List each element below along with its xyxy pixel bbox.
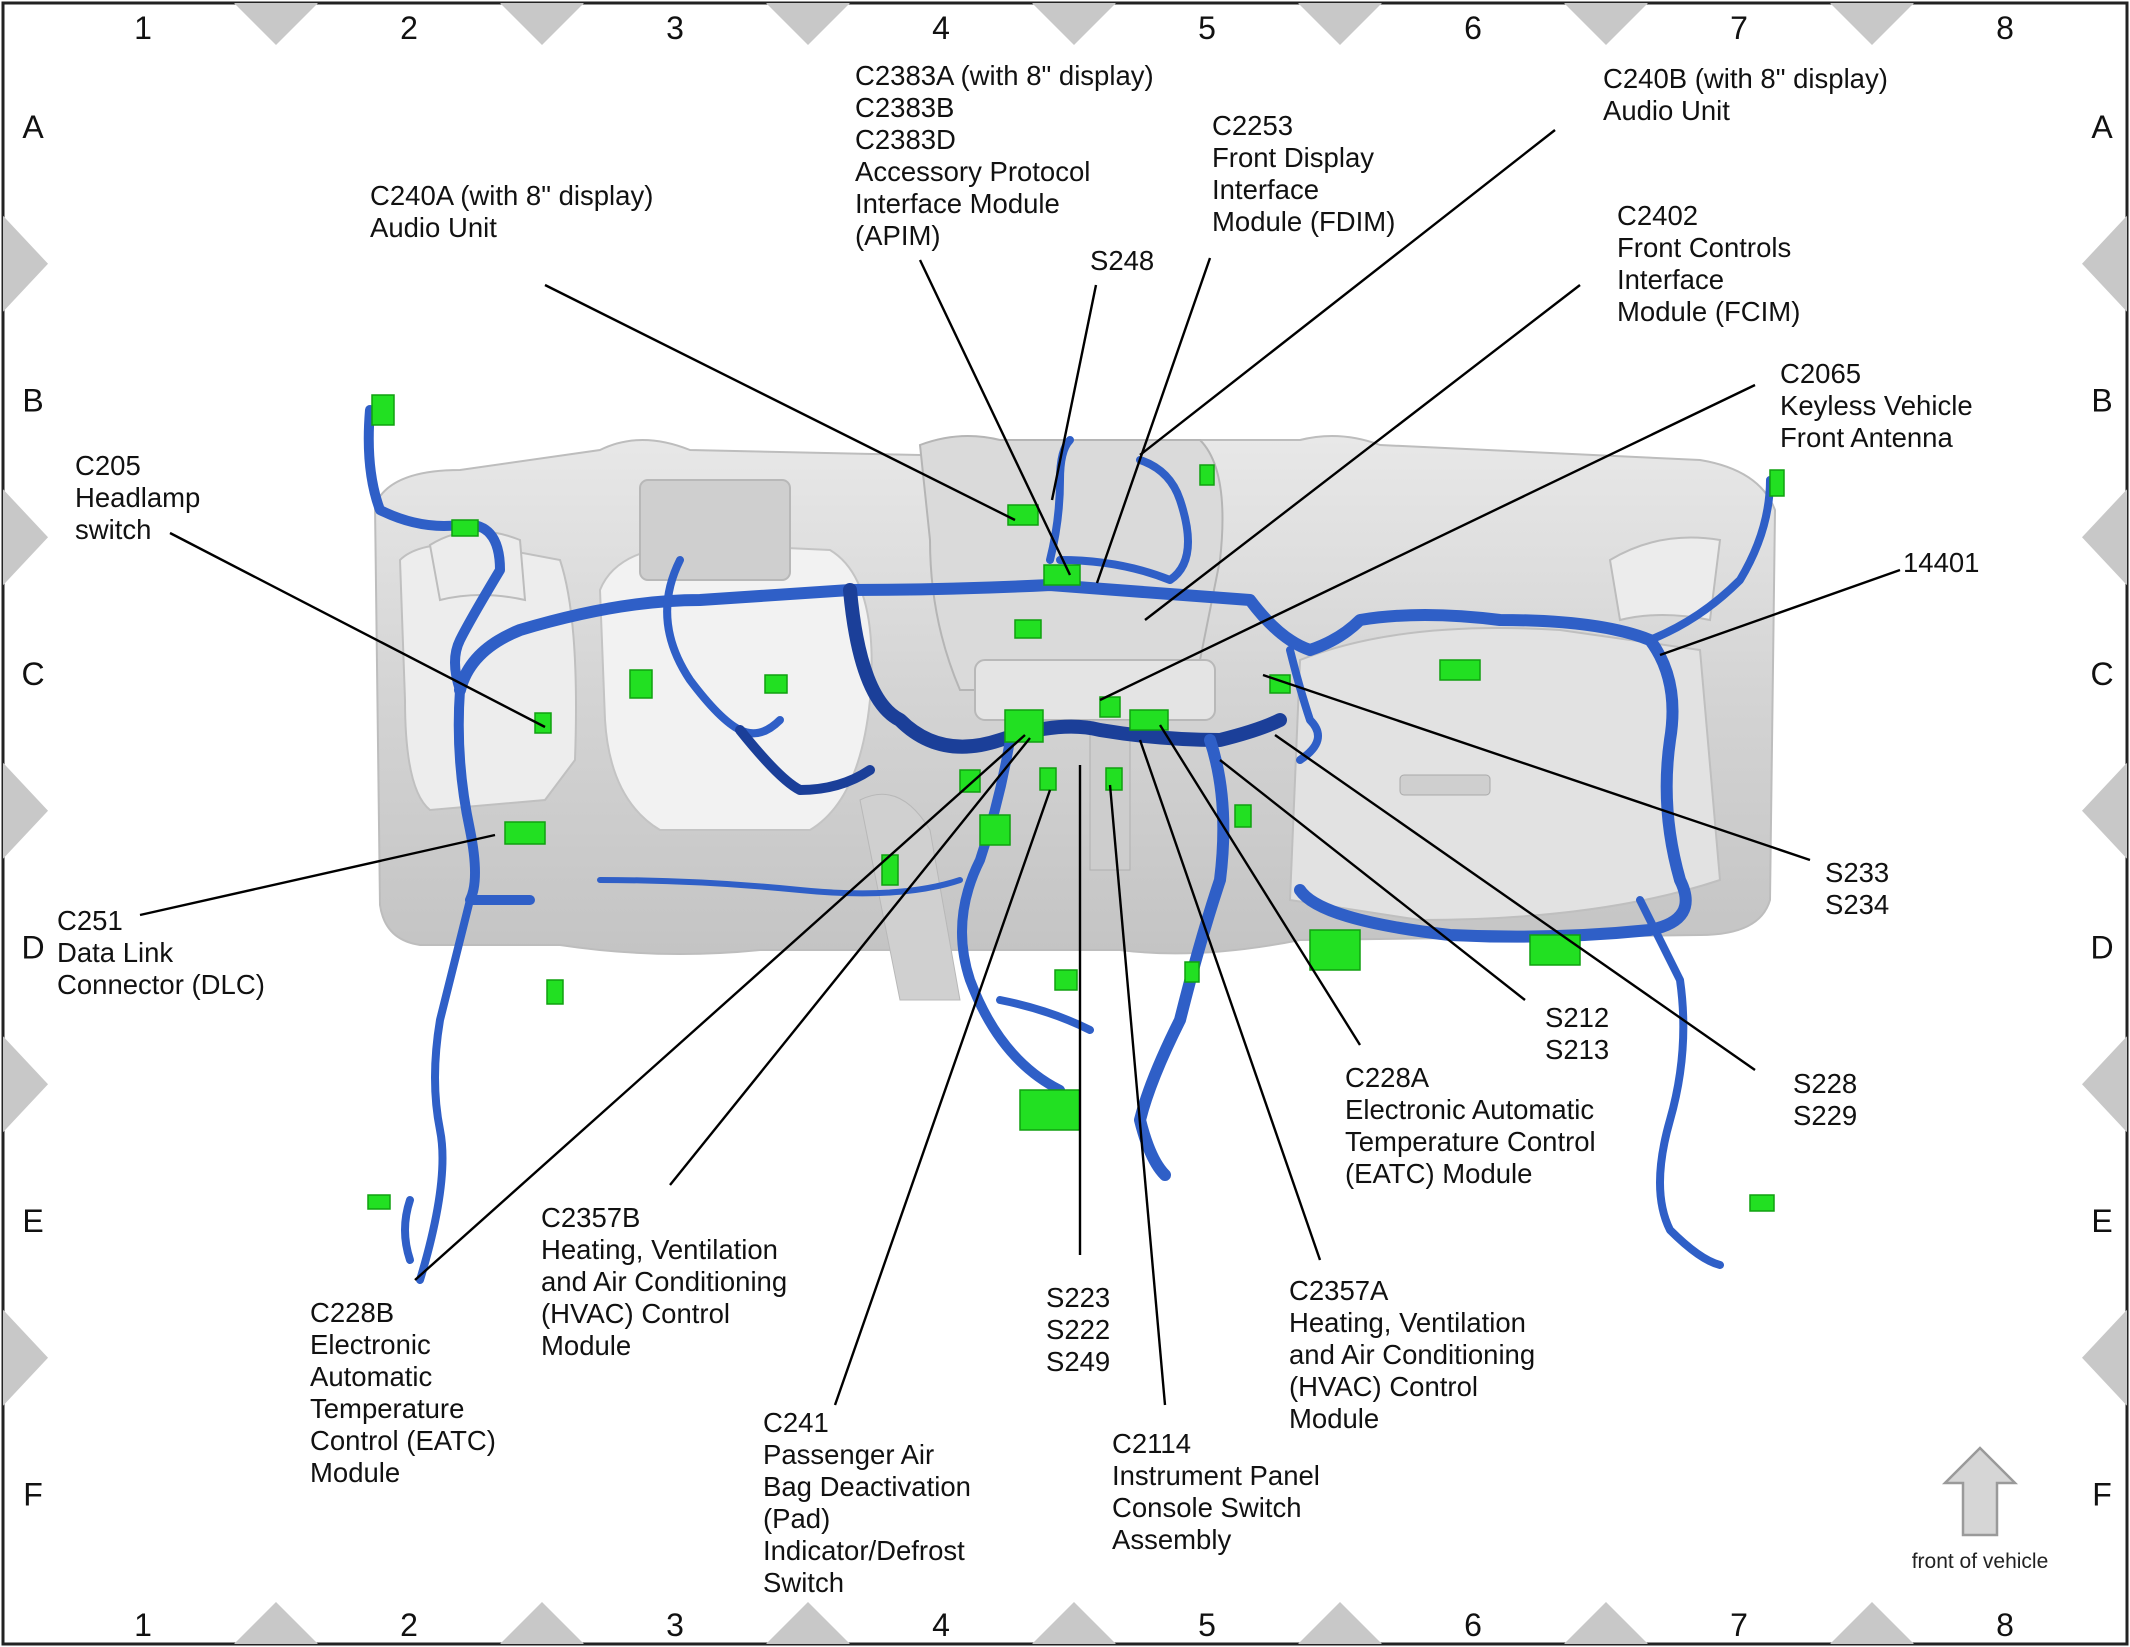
grid-column-label: 6	[1464, 10, 1482, 46]
frame-triangle	[2082, 489, 2127, 586]
frame-triangle	[3, 762, 48, 859]
grid-column-label: 4	[932, 10, 950, 46]
frame-triangle	[3, 1036, 48, 1133]
callout-14401: 14401	[1903, 547, 1979, 578]
frame-triangle	[1564, 3, 1648, 45]
grid-column-label: 3	[666, 1607, 684, 1643]
frame-triangle	[1032, 1602, 1116, 1644]
frame-triangle	[1830, 1602, 1914, 1644]
grid-column-label: 8	[1996, 10, 2014, 46]
grid-row-label: C	[2090, 656, 2113, 692]
grid-column-label: 5	[1198, 1607, 1216, 1643]
frame-triangle	[1298, 1602, 1382, 1644]
leader-lines	[139, 129, 1901, 1406]
grid-row-label: F	[2092, 1477, 2112, 1513]
frame-triangle	[1564, 1602, 1648, 1644]
grid-row-label: F	[23, 1477, 43, 1513]
grid-column-label: 2	[400, 1607, 418, 1643]
grid-column-label: 7	[1730, 1607, 1748, 1643]
grid-column-label: 2	[400, 10, 418, 46]
callout-s248: S248	[1090, 245, 1154, 276]
grid-column-label: 6	[1464, 1607, 1482, 1643]
grid-column-label: 3	[666, 10, 684, 46]
grid-column-label: 4	[932, 1607, 950, 1643]
frame-triangle	[2082, 1309, 2127, 1406]
grid-row-label: D	[21, 930, 44, 966]
frame-triangle	[1830, 3, 1914, 45]
callout-c240b: C240B (with 8" display)Audio Unit	[1603, 63, 1888, 126]
grid-row-label: A	[2091, 109, 2113, 145]
frame-triangle	[2082, 762, 2127, 859]
grid-column-label: 5	[1198, 10, 1216, 46]
grid-row-label: C	[21, 656, 44, 692]
grid-row-label: B	[2091, 383, 2112, 419]
callout-labels: C240A (with 8" display)Audio Unit C2383A…	[57, 60, 1979, 1598]
grid-column-label: 1	[134, 1607, 152, 1643]
frame-triangles	[3, 3, 2127, 1644]
grid-row-label: A	[22, 109, 44, 145]
frame-triangle	[234, 3, 318, 45]
grid-column-label: 7	[1730, 10, 1748, 46]
frame-triangle	[500, 1602, 584, 1644]
frame-triangle	[3, 1309, 48, 1406]
frame-triangle	[3, 489, 48, 586]
frame-triangle	[234, 1602, 318, 1644]
frame-triangle	[3, 215, 48, 312]
frame-triangle	[766, 1602, 850, 1644]
instrument-panel-illustration	[373, 435, 1777, 1001]
connector-markers	[367, 394, 1785, 1212]
frame-triangle	[2082, 215, 2127, 312]
frame-triangle	[2082, 1036, 2127, 1133]
grid-column-label: 1	[134, 10, 152, 46]
grid-row-label: D	[2090, 930, 2113, 966]
grid-row-label: E	[2091, 1203, 2112, 1239]
frame-triangle	[500, 3, 584, 45]
grid-row-label: B	[22, 383, 43, 419]
grid-row-label: E	[22, 1203, 43, 1239]
frame-triangle	[1032, 3, 1116, 45]
front-of-vehicle-indicator: front of vehicle	[1912, 1446, 2049, 1573]
callout-c240a: C240A (with 8" display)Audio Unit	[370, 180, 653, 243]
front-arrow-icon	[1941, 1446, 2019, 1537]
frame-triangle	[766, 3, 850, 45]
frame-triangle	[1298, 3, 1382, 45]
grid-column-label: 8	[1996, 1607, 2014, 1643]
front-of-vehicle-label: front of vehicle	[1912, 1550, 2049, 1573]
